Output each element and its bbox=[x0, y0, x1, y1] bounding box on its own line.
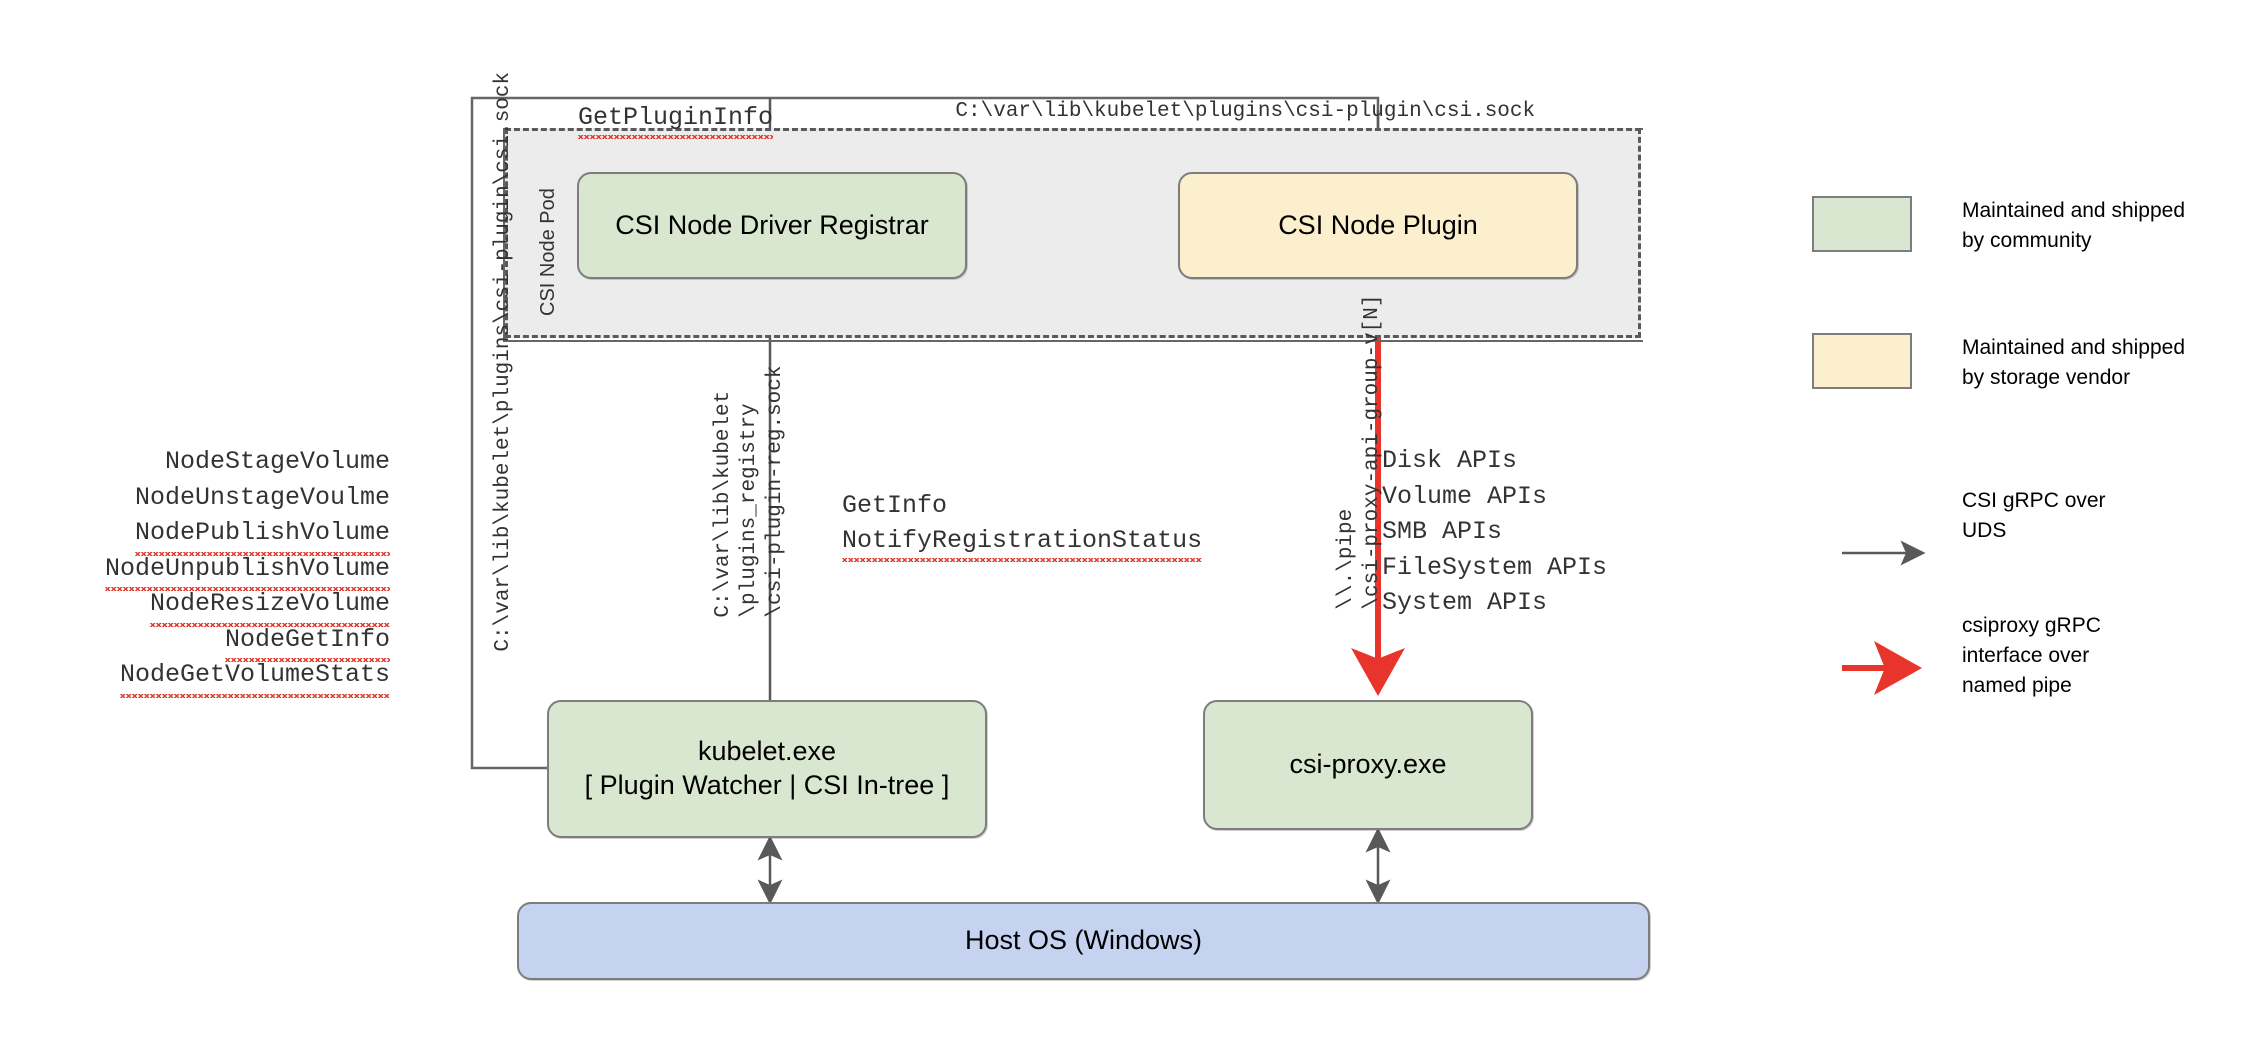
label-get-plugin-info-text: GetPluginInfo bbox=[578, 103, 774, 139]
node-csi-proxy[interactable]: csi-proxy.exe bbox=[1203, 700, 1533, 830]
api-list-item: NodeGetInfo bbox=[60, 622, 391, 662]
node-kubelet-subtitle: [ Plugin Watcher | CSI In-tree ] bbox=[584, 770, 950, 801]
proxy-api-list-item: Volume APIs bbox=[1382, 481, 1548, 511]
node-csi-node-driver-registrar[interactable]: CSI Node Driver Registrar bbox=[577, 172, 967, 279]
api-list-item: NodePublishVolume bbox=[60, 515, 391, 555]
legend-arrow-gray-slot bbox=[1812, 486, 1912, 542]
label-csi-sock-path-top: C:\var\lib\kubelet\plugins\csi-plugin\cs… bbox=[905, 70, 1535, 153]
label-get-info-text: GetInfo bbox=[842, 491, 948, 520]
csi-node-api-list: NodeStageVolume NodeUnstageVoulme NodePu… bbox=[60, 444, 391, 697]
api-list-item-label: NodeUnpublishVolume bbox=[104, 551, 391, 591]
proxy-api-list-item: Disk APIs bbox=[1382, 446, 1518, 475]
node-csi-proxy-title: csi-proxy.exe bbox=[1289, 749, 1447, 780]
node-csi-node-driver-registrar-title: CSI Node Driver Registrar bbox=[615, 209, 929, 240]
node-kubelet[interactable]: kubelet.exe [ Plugin Watcher | CSI In-tr… bbox=[547, 700, 987, 838]
node-csi-node-plugin-title: CSI Node Plugin bbox=[1278, 209, 1478, 240]
label-csi-sock-path-top-text: C:\var\lib\kubelet\plugins\csi-plugin\cs… bbox=[955, 99, 1536, 123]
api-list-item: NodeResizeVolume bbox=[60, 586, 391, 626]
legend-swatch-community bbox=[1812, 196, 1912, 252]
api-list-item: NodeUnstageVoulme bbox=[60, 480, 390, 516]
api-list-item: NodeStageVolume bbox=[60, 444, 390, 480]
api-list-item-label: NodeGetInfo bbox=[224, 622, 391, 662]
node-csi-node-plugin[interactable]: CSI Node Plugin bbox=[1178, 172, 1578, 279]
api-list-item-label: NodeResizeVolume bbox=[149, 586, 391, 626]
api-list-item-label: NodeUnstageVoulme bbox=[134, 482, 390, 512]
legend-label-community: Maintained and shipped by community bbox=[1962, 199, 2186, 252]
api-list-item-label: NodePublishVolume bbox=[134, 515, 391, 555]
label-get-plugin-info: GetPluginInfo bbox=[518, 68, 774, 167]
api-list-item: NodeGetVolumeStats bbox=[60, 657, 391, 697]
label-notify-registration-status: NotifyRegistrationStatus bbox=[782, 491, 1203, 590]
label-notify-registration-status-text: NotifyRegistrationStatus bbox=[842, 526, 1203, 562]
proxy-api-list-item: System APIs bbox=[1382, 588, 1548, 617]
node-host-os[interactable]: Host OS (Windows) bbox=[517, 902, 1650, 980]
node-kubelet-title: kubelet.exe bbox=[697, 735, 837, 766]
api-list-item-label: NodeGetVolumeStats bbox=[119, 657, 391, 697]
legend-item-community: Maintained and shipped by community bbox=[1812, 196, 2185, 256]
legend-item-storage-vendor: Maintained and shipped by storage vendor bbox=[1812, 333, 2185, 393]
node-host-os-title: Host OS (Windows) bbox=[964, 925, 1203, 956]
proxy-api-list-item: SMB APIs bbox=[1382, 517, 1503, 546]
csi-proxy-api-list: Disk APIs Volume APIs SMB APIs FileSyste… bbox=[1382, 443, 1607, 621]
legend-item-csi-grpc-uds: CSI gRPC over UDS bbox=[1812, 486, 2106, 546]
api-list-item-label: NodeStageVolume bbox=[164, 447, 390, 476]
legend-label-storage-vendor: Maintained and shipped by storage vendor bbox=[1962, 336, 2186, 389]
legend-item-csiproxy-named-pipe: csiproxy gRPC interface over named pipe bbox=[1812, 611, 2101, 700]
legend-arrow-red-slot bbox=[1812, 611, 1912, 667]
legend-swatch-storage-vendor bbox=[1812, 333, 1912, 389]
legend-label-csi-grpc-uds: CSI gRPC over UDS bbox=[1962, 489, 2106, 542]
label-get-info: GetInfo bbox=[782, 456, 947, 555]
legend-label-csiproxy-named-pipe: csiproxy gRPC interface over named pipe bbox=[1962, 614, 2101, 697]
api-list-item: NodeUnpublishVolume bbox=[60, 551, 391, 591]
proxy-api-list-item: FileSystem APIs bbox=[1382, 552, 1608, 582]
